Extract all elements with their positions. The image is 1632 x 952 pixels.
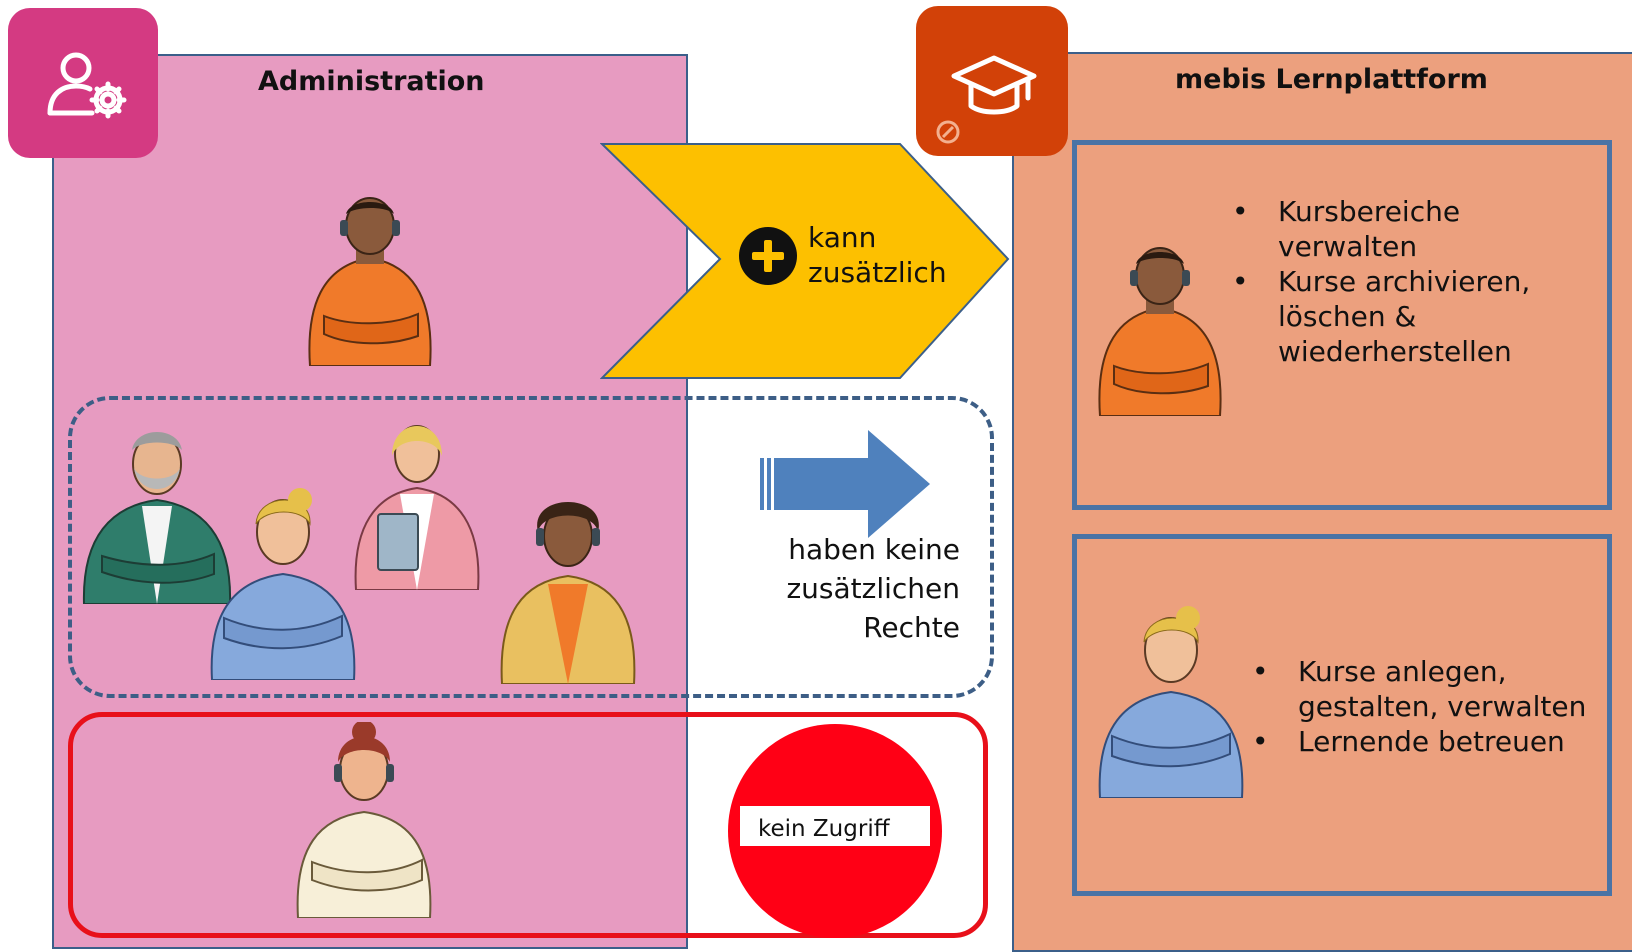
right-arrow-icon	[760, 430, 930, 538]
list-item: Kurse anlegen, gestalten, verwalten	[1252, 654, 1612, 724]
no-access-label: kein Zugriff	[758, 816, 890, 842]
no-rights-line1: haben keine	[788, 533, 960, 566]
plus-label-line2: zusätzlich	[808, 256, 947, 289]
person-admin-headset-man	[308, 197, 432, 366]
person-mebis-blonde-woman	[1098, 606, 1244, 798]
mebis-icon-tile	[916, 6, 1068, 156]
list-item: Kurse archivieren, löschen & wiederherst…	[1232, 264, 1592, 369]
no-rights-line3: Rechte	[863, 611, 960, 644]
administration-title: Administration	[258, 66, 485, 97]
mebis-title: mebis Lernplattform	[1175, 64, 1488, 95]
person-curly-woman-yellow	[500, 502, 636, 684]
person-mebis-headset-man	[1098, 247, 1222, 416]
person-blonde-woman-blue	[210, 488, 356, 680]
no-rights-line2: zusätzlichen	[786, 572, 960, 605]
person-red-hair-woman	[296, 722, 432, 918]
plus-label: kann zusätzlich	[808, 220, 947, 290]
graduation-cap-icon	[936, 55, 1037, 144]
no-rights-label: haben keine zusätzlichen Rechte	[760, 530, 960, 647]
user-gear-icon	[47, 52, 127, 119]
group-box-no-rights	[68, 396, 994, 698]
plus-label-line1: kann	[808, 221, 877, 254]
no-entry-bar	[740, 806, 930, 846]
mebis-box1-list: Kursbereiche verwalten Kurse archivieren…	[1232, 194, 1592, 369]
plus-circle-icon	[739, 227, 797, 285]
list-item: Lernende betreuen	[1252, 724, 1612, 759]
list-item: Kursbereiche verwalten	[1232, 194, 1592, 264]
admin-icon-tile	[8, 8, 158, 158]
no-access-box	[68, 712, 988, 938]
person-grey-beard-man	[82, 432, 232, 604]
mebis-box2-list: Kurse anlegen, gestalten, verwalten Lern…	[1252, 654, 1612, 759]
plus-chevron	[600, 143, 1010, 379]
person-blonde-woman-pink-tablet	[354, 425, 480, 590]
